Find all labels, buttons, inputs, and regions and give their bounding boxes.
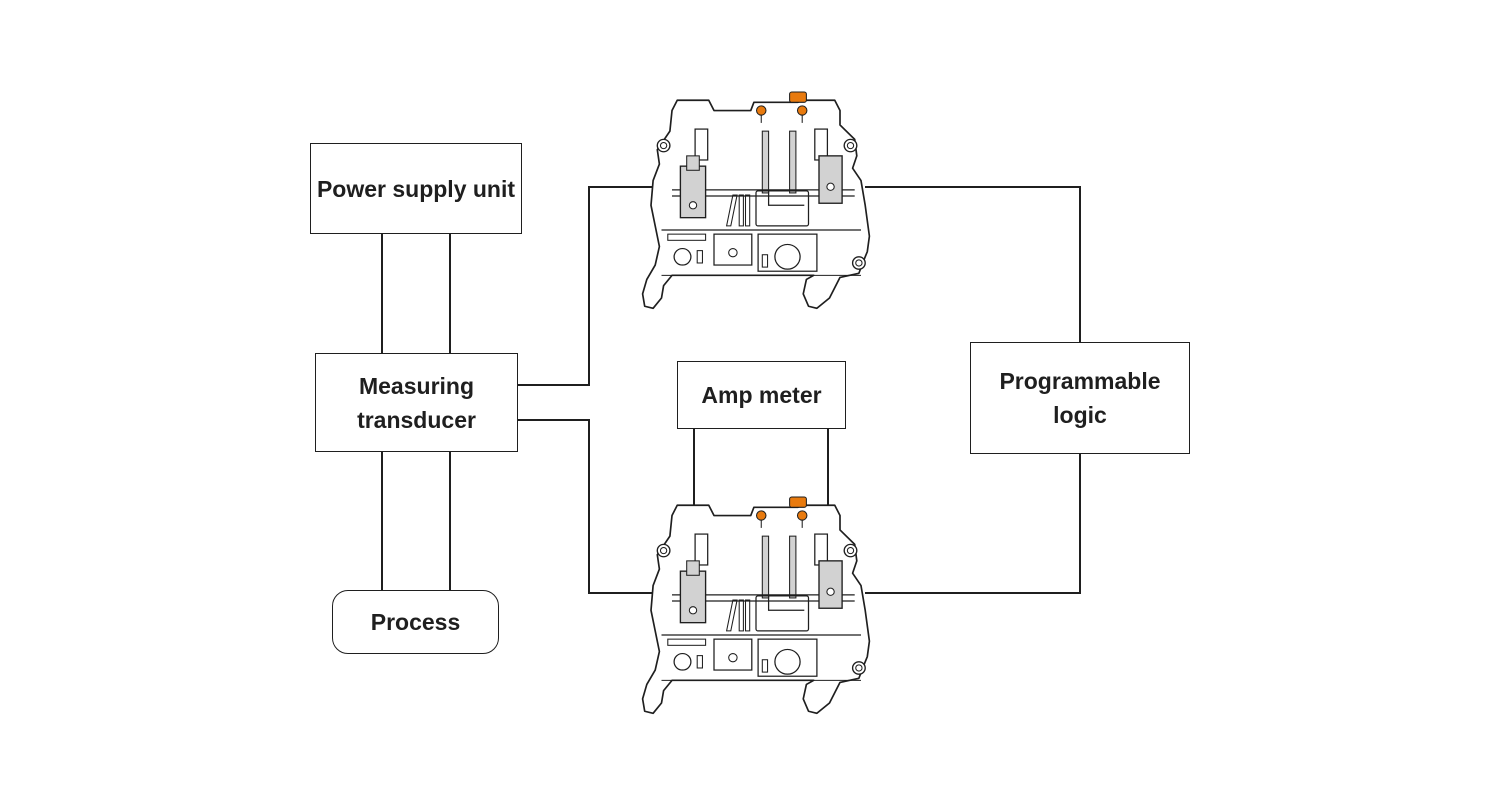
terminal-block-top-icon xyxy=(641,91,871,310)
power-supply-unit-box: Power supply unit xyxy=(310,143,522,234)
measuring-transducer-label: Measuring transducer xyxy=(357,372,476,433)
process-label: Process xyxy=(370,609,461,635)
programmable-logic-label: Programmable logic xyxy=(999,368,1161,428)
amp-meter-box: Amp meter xyxy=(677,361,846,429)
power-supply-label: Power supply unit xyxy=(316,175,516,202)
terminal-block-bottom-icon xyxy=(641,496,871,715)
amp-meter-label: Amp meter xyxy=(701,382,822,408)
measuring-transducer-box: Measuring transducer xyxy=(315,353,518,452)
programmable-logic-box: Programmable logic xyxy=(970,342,1190,454)
process-box: Process xyxy=(332,590,499,654)
